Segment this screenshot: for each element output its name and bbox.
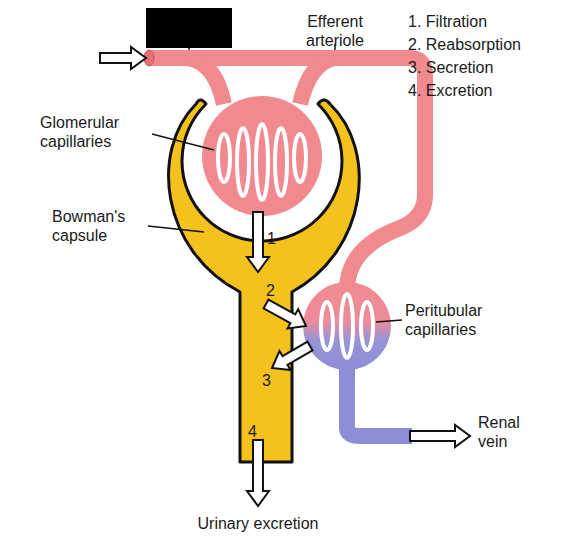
process-list-item: 1. Filtration: [408, 12, 578, 31]
leader-lines: [148, 44, 402, 322]
hollow-arrow: [410, 425, 470, 447]
redaction-box: [146, 8, 232, 48]
output-label: Urinary excretion: [158, 514, 358, 533]
hollow-arrow: [264, 300, 306, 329]
hollow-arrow: [100, 47, 146, 69]
process-list-item: 3. Secretion: [408, 58, 578, 77]
callout-number: 2: [266, 282, 280, 300]
capillary-loops: [218, 124, 306, 200]
vessel-label: Efferent arteriole: [285, 12, 385, 50]
part-label: Peritubular capillaries: [405, 301, 515, 339]
hollow-arrow: [247, 212, 269, 272]
peritubular-loops: [321, 294, 373, 358]
callout-number: 1: [267, 230, 281, 248]
renal-vein-tube: [347, 360, 412, 436]
callout-number: 4: [248, 423, 262, 441]
peritubular-capillary-bed: [303, 282, 391, 370]
part-label: Renal vein: [478, 413, 538, 451]
process-list-item: 2. Reabsorption: [408, 35, 578, 54]
part-label: Glomerular capillaries: [40, 113, 150, 151]
process-arrows: [100, 47, 470, 506]
callout-number: 3: [262, 372, 276, 390]
hollow-arrow: [247, 440, 269, 506]
hollow-arrow: [272, 342, 313, 370]
process-list-item: 4. Excretion: [408, 81, 578, 100]
part-label: Bowman's capsule: [52, 207, 147, 245]
glomerulus: [202, 96, 322, 216]
